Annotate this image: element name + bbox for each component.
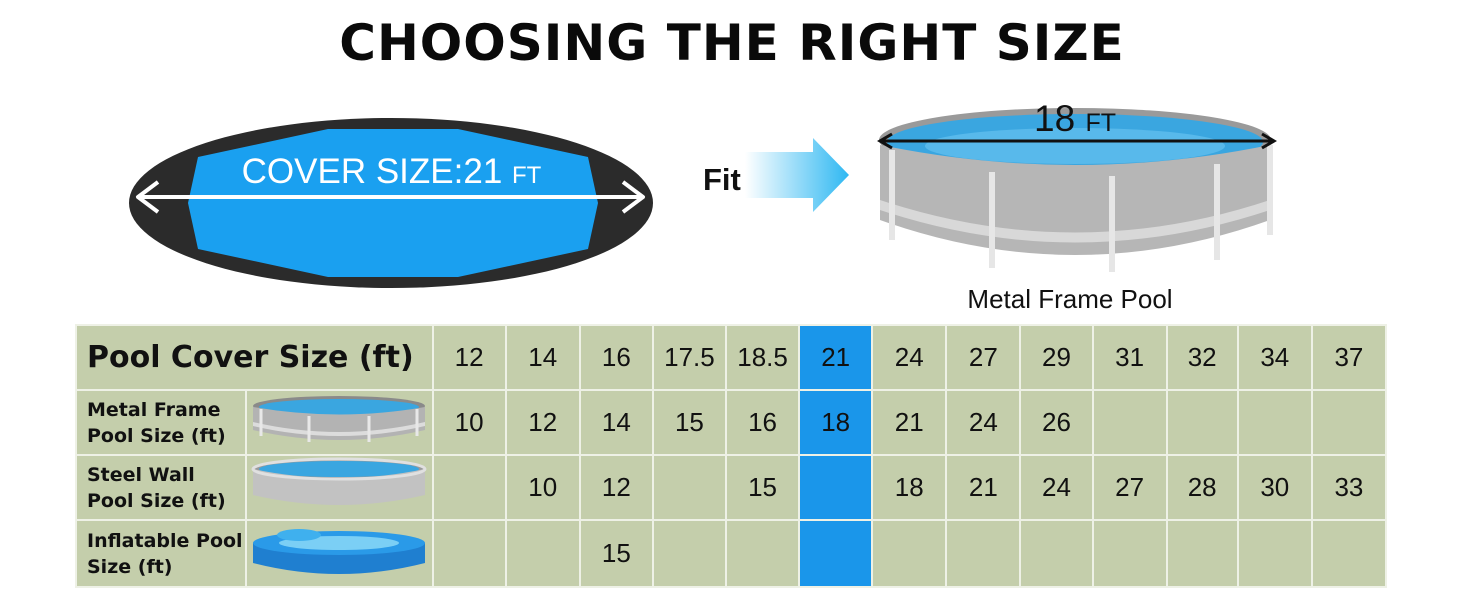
row-label-line: Steel Wall: [87, 463, 195, 486]
pool-size-cell: [1165, 389, 1239, 456]
table-header-text: Pool Cover Size (ft): [87, 340, 414, 375]
cover-size-cell: 32: [1165, 324, 1239, 391]
cover-size-unit: FT: [512, 162, 542, 189]
pool-size-cell: 33: [1310, 454, 1388, 521]
pool-size-cell: 24: [945, 389, 1022, 456]
pool-size-cell: [945, 519, 1022, 588]
fit-arrow-icon: [745, 138, 849, 212]
pool-size-cell: 14: [578, 389, 654, 456]
cover-size-cell: 29: [1019, 324, 1094, 391]
pool-size-cell: [504, 519, 581, 588]
pool-size-cell: 12: [578, 454, 654, 521]
pool-size-cell: 18: [871, 454, 948, 521]
pool-size-cell: 30: [1236, 454, 1313, 521]
pool-size-cell: [798, 519, 874, 588]
pool-size-cell: [1019, 519, 1094, 588]
pool-size-cell: 12: [504, 389, 581, 456]
pool-cover-icon: [129, 118, 653, 288]
cover-size-cell: 37: [1310, 324, 1388, 391]
pool-size-cell: [871, 519, 948, 588]
pool-size-cell: 28: [1165, 454, 1239, 521]
pool-size-cell: [724, 519, 801, 588]
cover-size-cell: 21: [798, 324, 874, 391]
steel-wall-pool-icon: [245, 454, 434, 521]
fit-label: Fit: [703, 162, 741, 197]
cover-size-cell: 27: [945, 324, 1022, 391]
pool-size-cell: 15: [651, 389, 727, 456]
pool-size-cell: [1310, 389, 1388, 456]
inflatable-pool-icon: [245, 519, 434, 588]
page-title: CHOOSING THE RIGHT SIZE: [339, 14, 1125, 72]
cover-size-cell: 14: [504, 324, 581, 391]
pool-size-cell: 15: [724, 454, 801, 521]
cover-size-cell: 16: [578, 324, 654, 391]
pool-size-cell: [431, 519, 507, 588]
cover-size-cell: 17.5: [651, 324, 727, 391]
pool-size-cell: 18: [798, 389, 874, 456]
pool-size-cell: [431, 454, 507, 521]
pool-size-cell: [651, 454, 727, 521]
pool-size-cell: [798, 454, 874, 521]
row-label-line: Pool Size (ft): [87, 489, 226, 512]
pool-size-cell: 15: [578, 519, 654, 588]
row-label-line: Size (ft): [87, 555, 173, 578]
cover-graphic: COVER SIZE:21 FT: [128, 117, 655, 289]
pool-size-cell: 10: [504, 454, 581, 521]
pool-size-cell: [1091, 519, 1168, 588]
metal-frame-pool-icon: [877, 108, 1277, 272]
pool-size-cell: [1165, 519, 1239, 588]
cover-size-label: COVER SIZE:21 FT: [128, 152, 655, 192]
pool-size-cell: [1236, 389, 1313, 456]
pool-size-cell: 26: [1019, 389, 1094, 456]
cover-size-value: COVER SIZE:21: [241, 152, 503, 191]
pool-size-cell: [1236, 519, 1313, 588]
pool-size-cell: [1310, 519, 1388, 588]
cover-size-cell: 31: [1091, 324, 1168, 391]
table-header-label: Pool Cover Size (ft): [75, 324, 434, 391]
pool-dimension-value: 18: [1034, 98, 1076, 139]
row-label-line: Pool Size (ft): [87, 424, 226, 447]
pool-caption: Metal Frame Pool: [967, 284, 1173, 314]
pool-size-cell: 21: [871, 389, 948, 456]
row-label-line: Inflatable Pool: [87, 529, 243, 552]
pool-size-cell: 10: [431, 389, 507, 456]
cover-size-cell: 18.5: [724, 324, 801, 391]
cover-size-cell: 24: [871, 324, 948, 391]
cover-size-cell: 12: [431, 324, 507, 391]
pool-size-cell: [1091, 389, 1168, 456]
pool-size-cell: 24: [1019, 454, 1094, 521]
pool-size-cell: 21: [945, 454, 1022, 521]
metal-frame-pool-icon: [245, 389, 434, 456]
cover-size-cell: 34: [1236, 324, 1313, 391]
pool-size-cell: [651, 519, 727, 588]
pool-size-cell: 27: [1091, 454, 1168, 521]
row-label-line: Metal Frame: [87, 398, 221, 421]
pool-size-cell: 16: [724, 389, 801, 456]
pool-dimension-unit: FT: [1085, 109, 1116, 137]
pool-dimension-label: 18 FT: [1000, 98, 1150, 140]
